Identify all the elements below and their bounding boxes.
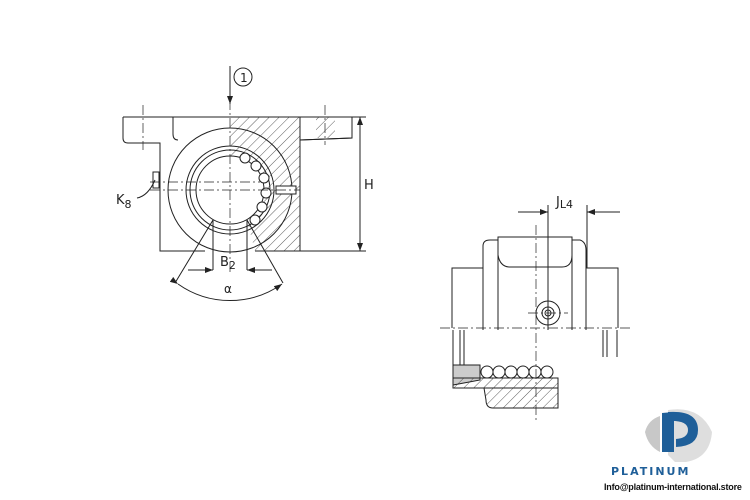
platinum-logo xyxy=(645,409,712,462)
height-label: H xyxy=(364,178,374,193)
logo-brand: PLATINUM xyxy=(611,465,691,478)
alpha-label: α xyxy=(224,282,232,296)
side-view xyxy=(440,205,630,420)
front-section-view xyxy=(122,66,366,301)
k8-label: K8 xyxy=(116,193,132,211)
logo-email: Info@platinum-international.store xyxy=(604,482,742,492)
b2-label: B2 xyxy=(220,255,236,272)
jl4-label: JL4 xyxy=(555,195,573,211)
callout-label: 1 xyxy=(240,71,248,85)
